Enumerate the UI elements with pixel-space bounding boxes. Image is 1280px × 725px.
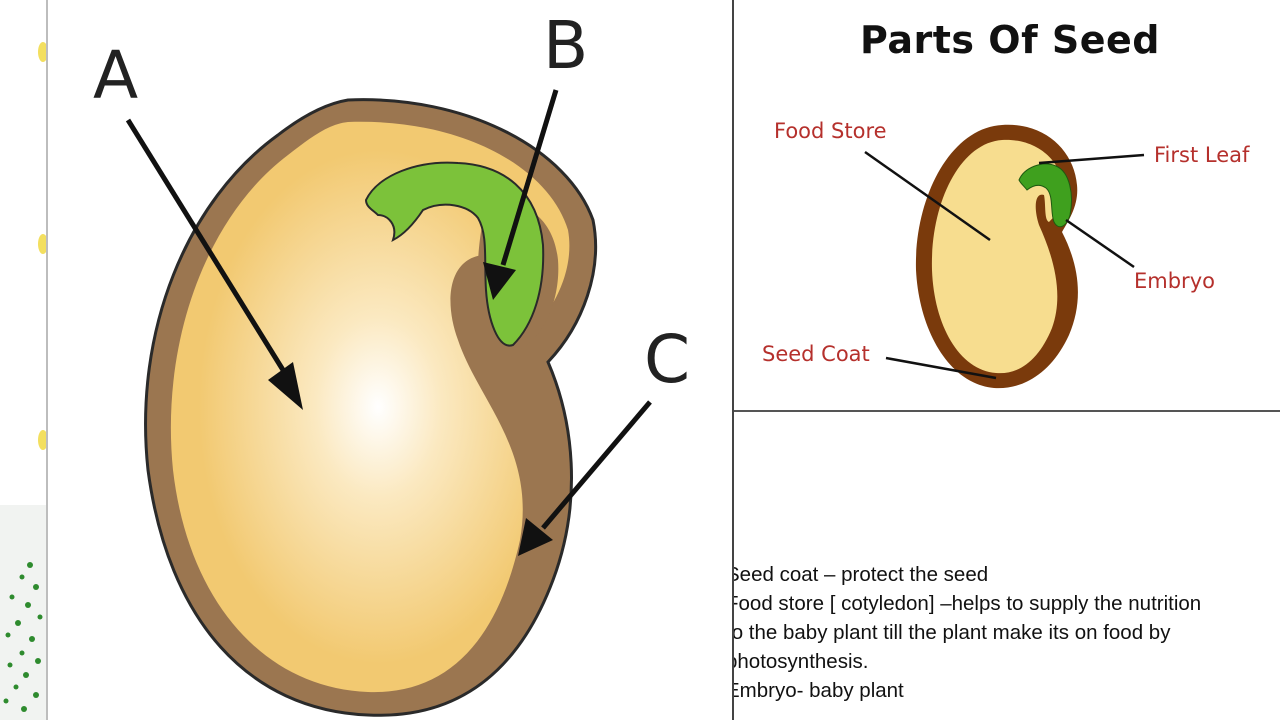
embryo-label: Embryo bbox=[1134, 269, 1215, 293]
label-b: B bbox=[543, 7, 588, 84]
first-leaf-label: First Leaf bbox=[1154, 143, 1249, 167]
food-store-label: Food Store bbox=[774, 119, 887, 143]
left-edge-strip bbox=[0, 0, 48, 720]
strip-dot bbox=[38, 430, 48, 450]
strip-dot bbox=[38, 234, 48, 254]
seed-diagram-svg: A B C bbox=[48, 0, 732, 720]
leaf-pattern-icon bbox=[0, 505, 46, 720]
strip-dot bbox=[38, 42, 48, 62]
note-line: Embryo- baby plant bbox=[724, 676, 1274, 705]
label-c: C bbox=[644, 321, 690, 398]
note-line: Seed coat – protect the seed bbox=[724, 560, 1274, 589]
parts-of-seed-card: Parts Of Seed Food Store First Leaf Embr… bbox=[734, 0, 1280, 412]
seed-coat-label: Seed Coat bbox=[762, 342, 870, 366]
strip-plant-image bbox=[0, 505, 46, 720]
label-a: A bbox=[93, 37, 138, 114]
notes-list: Seed coat – protect the seed Food store … bbox=[724, 560, 1274, 705]
labeled-seed-diagram: A B C bbox=[48, 0, 732, 720]
note-line: Food store [ cotyledon] –helps to supply… bbox=[724, 589, 1274, 618]
note-line: photosynthesis. bbox=[724, 647, 1274, 676]
note-line: to the baby plant till the plant make it… bbox=[724, 618, 1274, 647]
